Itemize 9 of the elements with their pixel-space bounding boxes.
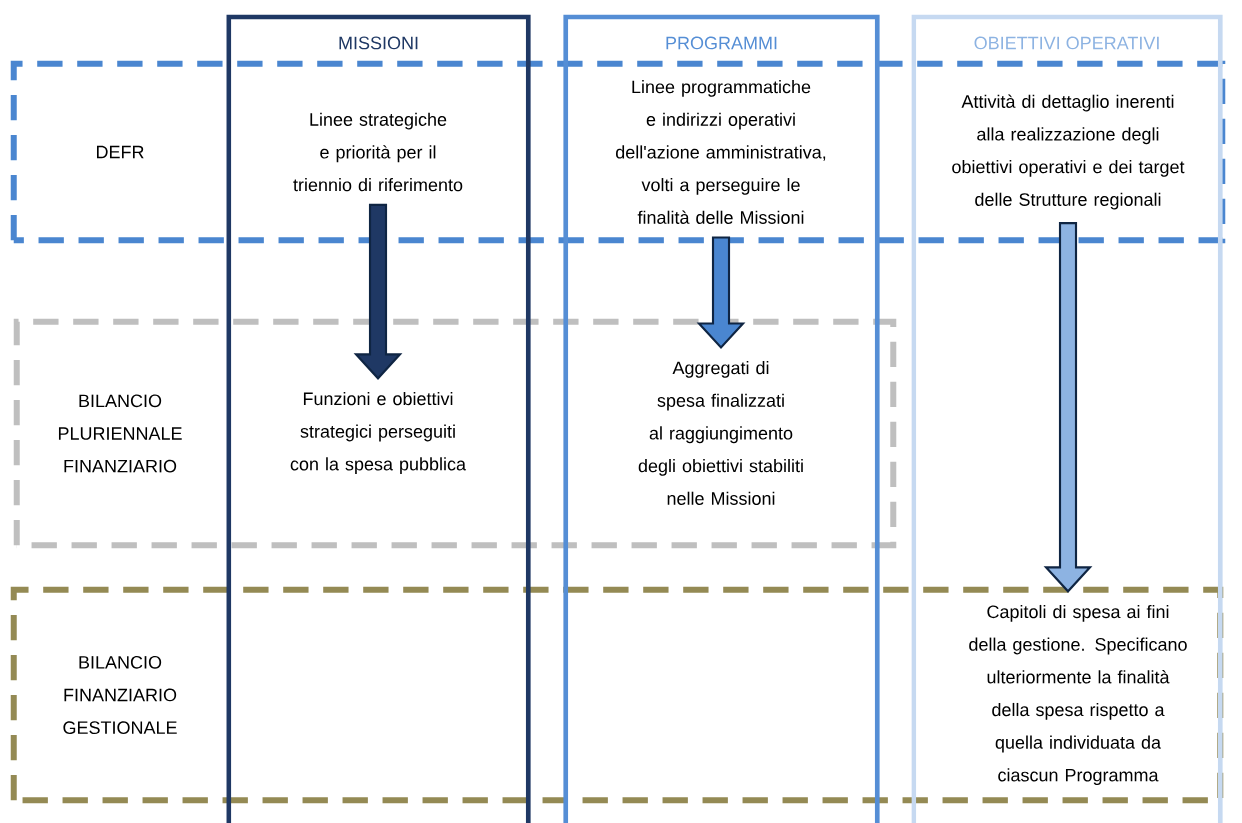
cell-text: Linee strategiche e priorità per il triennio di riferimento xyxy=(293,112,463,192)
cell-text: Capitoli di spesa ai fini della gestione. Specificano ulteriormente la finalità della spesa rispetto a quella individuata da ciascun Programma xyxy=(969,604,1187,786)
cell-text: Aggregati di spesa finalizzati al raggiungimento degli obiettivi stabiliti nelle Missioni xyxy=(638,361,803,505)
cell-text: Linee programmatiche e indirizzi operativi dell'azione amministrativa, volti a perseguire le finalità delle Missioni xyxy=(616,80,826,224)
block-arrow xyxy=(696,236,746,349)
cell-text: Funzioni e obiettivi strategici perseguiti con la spesa pubblica xyxy=(290,391,466,475)
block-arrow xyxy=(353,203,403,380)
cell-text: Attività di dettaglio inerenti alla realizzazione degli obiettivi operativi e dei target delle Strutture regionali xyxy=(952,94,1185,210)
block-arrow xyxy=(1043,222,1093,593)
